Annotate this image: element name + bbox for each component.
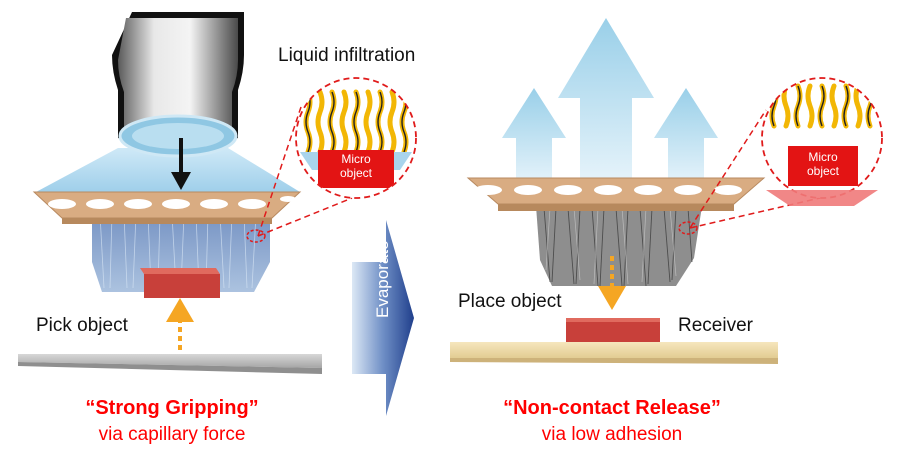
nozzle bbox=[112, 12, 244, 158]
dry-fiber-array bbox=[536, 206, 702, 287]
micro-object-label-left: Micro object bbox=[318, 152, 394, 180]
stamp-plate bbox=[32, 191, 302, 224]
capillary-force-subtitle: via capillary force bbox=[98, 424, 246, 445]
micro-object-label-right: Micro object bbox=[788, 150, 858, 178]
micro-object-line1: Micro bbox=[341, 152, 371, 166]
down-arrow-icon bbox=[171, 138, 191, 190]
receiver-substrate bbox=[450, 342, 778, 364]
pick-object-label: Pick object bbox=[36, 315, 128, 336]
micro-object bbox=[140, 268, 220, 298]
micro-object-line2-right: object bbox=[806, 164, 840, 178]
evaporate-arrow bbox=[352, 220, 414, 416]
non-contact-release-heading: “Non-contact Release” bbox=[503, 397, 721, 419]
liquid-droplet bbox=[36, 148, 300, 192]
micro-object-line2: object bbox=[339, 166, 373, 180]
pick-up-arrow-icon bbox=[166, 298, 194, 350]
placed-object bbox=[566, 318, 660, 342]
evaporation-arrows bbox=[502, 18, 718, 184]
receiver-label: Receiver bbox=[678, 315, 753, 336]
pick-substrate bbox=[18, 354, 322, 374]
liquid-zoom-inset bbox=[246, 77, 417, 243]
release-stamp-plate bbox=[466, 177, 766, 236]
low-adhesion-subtitle: via low adhesion bbox=[541, 424, 683, 445]
place-down-arrow-icon bbox=[598, 256, 626, 310]
place-object-label: Place object bbox=[458, 291, 562, 312]
strong-gripping-heading: “Strong Gripping” bbox=[85, 397, 259, 419]
micro-object-line1-right: Micro bbox=[808, 150, 838, 164]
liquid-infiltration-label: Liquid infiltration bbox=[278, 45, 416, 66]
wet-fiber-array bbox=[92, 212, 270, 292]
left-gripper bbox=[18, 12, 322, 374]
evaporate-label: Evaporate bbox=[373, 240, 392, 319]
